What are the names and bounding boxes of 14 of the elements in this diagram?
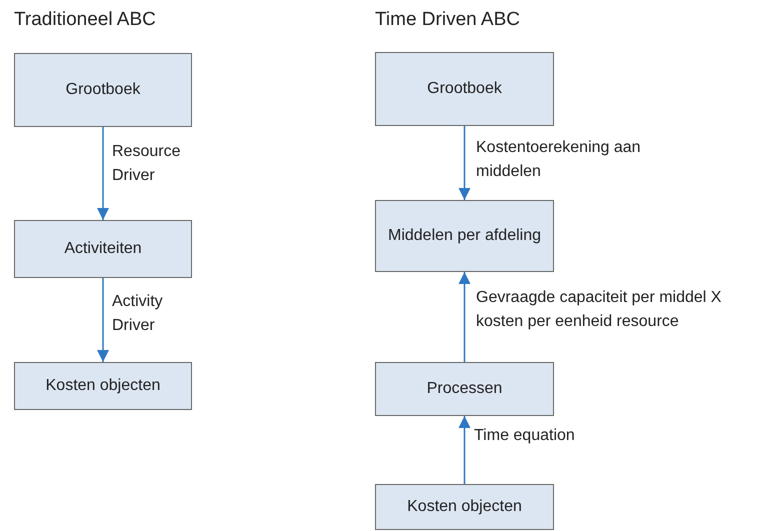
- arrow: [97, 278, 109, 362]
- arrow: [458, 416, 470, 484]
- process-box: Grootboek: [14, 53, 192, 127]
- process-box: Middelen per afdeling: [375, 200, 554, 272]
- process-box: Kosten objecten: [375, 484, 554, 530]
- process-box: Processen: [375, 362, 554, 416]
- process-box: Kosten objecten: [14, 362, 192, 410]
- arrow: [97, 127, 109, 220]
- heading: Time Driven ABC: [375, 8, 520, 32]
- heading: Traditioneel ABC: [14, 8, 156, 32]
- arrow: [458, 126, 470, 200]
- process-box: Grootboek: [375, 52, 554, 126]
- arrow: [458, 272, 470, 362]
- process-box: Activiteiten: [14, 220, 192, 278]
